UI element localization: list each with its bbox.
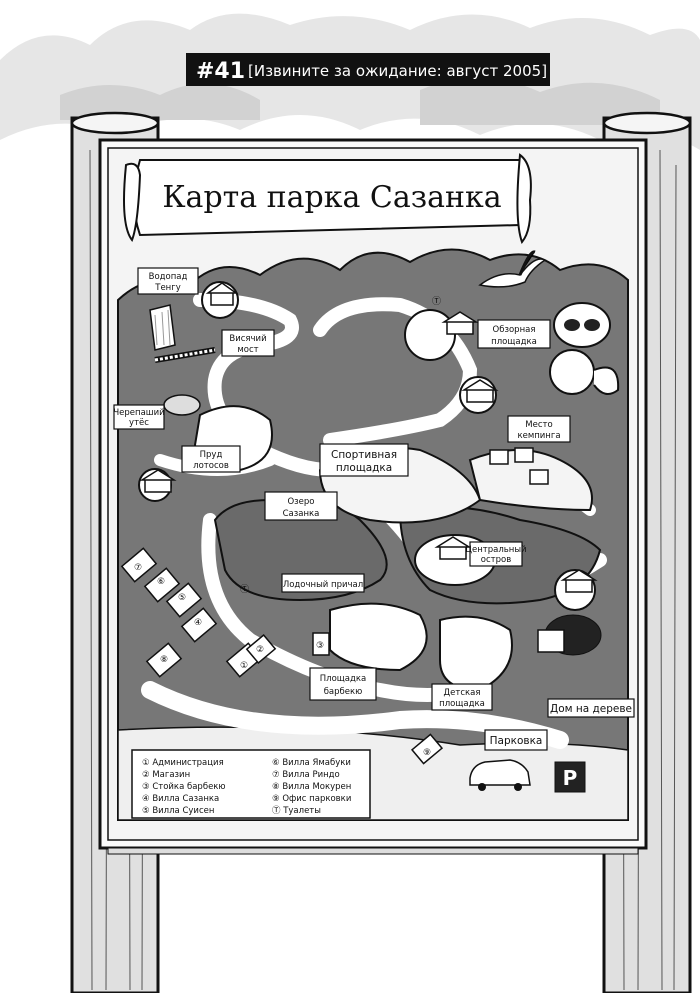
map-markers: ⑦ ⑥ ⑤ ④ ⑧ ① ② ③ ⑨ Ⓣ Ⓣ [134,296,441,758]
label-waterfall: Водопад Тенгу [137,267,199,295]
label-turtle-rock: Черепаший утёс [113,404,165,430]
svg-text:Лодочный причал: Лодочный причал [283,580,363,590]
svg-text:площадка: площадка [439,699,485,709]
legend-item-3: ③ Стойка барбекю [142,782,226,792]
svg-text:Пруд: Пруд [200,450,223,460]
marker-6: ⑥ [157,577,165,587]
marker-9: ⑨ [423,748,431,758]
svg-text:мост: мост [237,345,258,355]
parking-sign: P [563,766,578,790]
label-lotus-pond: Пруд лотосов [181,445,241,473]
map-legend: ① Администрация ② Магазин ③ Стойка барбе… [131,749,371,819]
svg-text:кемпинга: кемпинга [517,431,560,441]
svg-text:Детская: Детская [444,688,481,698]
marker-toilet-1: Ⓣ [240,584,249,595]
svg-text:Сазанка: Сазанка [283,509,320,519]
label-parking: Парковка [484,729,548,751]
marker-4: ④ [194,618,202,628]
legend-item-1: ① Администрация [142,758,224,768]
park-map: P [117,248,629,821]
marker-toilet-2: Ⓣ [432,296,441,307]
legend-item-5: ⑤ Вилла Суисен [142,806,214,816]
svg-text:Озеро: Озеро [287,497,314,507]
legend-item-2: ② Магазин [142,770,190,780]
label-lake: Озеро Сазанка [264,491,338,521]
svg-text:Черепаший: Черепаший [113,408,164,418]
marker-3: ③ [316,641,324,651]
hut-icons [139,282,598,593]
marker-7: ⑦ [134,563,142,573]
chapter-title: [Извините за ожидание: август 2005] [248,62,547,80]
legend-item-8: ⑧ Вилла Мокурен [272,782,351,792]
legend-item-7: ⑦ Вилла Риндо [272,770,340,780]
label-camping: Место кемпинга [507,415,571,443]
marker-2: ② [256,645,264,655]
svg-text:Тенгу: Тенгу [154,283,180,293]
svg-text:остров: остров [481,555,511,565]
marker-5: ⑤ [178,593,186,603]
map-title-scroll: Карта парка Сазанка [123,153,532,244]
svg-text:Центральный: Центральный [465,545,526,555]
label-treehouse: Дом на дереве [547,698,635,718]
svg-text:Место: Место [525,420,552,430]
svg-text:барбекю: барбекю [324,687,363,697]
car-icon [469,759,531,791]
marker-8: ⑧ [160,655,168,665]
label-bridge: Висячий мост [221,329,275,357]
raccoon-mascot-icon [549,302,620,395]
svg-text:Парковка: Парковка [490,735,543,747]
label-sports: Спортивная площадка [319,443,409,477]
svg-text:Обзорная: Обзорная [493,325,536,335]
svg-text:Спортивная: Спортивная [331,449,397,461]
svg-text:утёс: утёс [129,418,149,428]
label-playground: Детская площадка [431,683,493,711]
chapter-header: #41 [Извините за ожидание: август 2005] [186,53,550,86]
legend-item-6: ⑥ Вилла Ямабуки [272,758,351,768]
label-bbq: Площадка барбекю [309,667,377,701]
svg-text:Водопад: Водопад [149,272,188,282]
bird-icon [478,250,547,288]
label-island: Центральный остров [465,541,527,567]
chapter-number: #41 [196,59,245,84]
svg-text:лотосов: лотосов [193,461,229,471]
svg-text:площадка: площадка [491,337,537,347]
label-observation: Обзорная площадка [477,319,551,349]
legend-item-4: ④ Вилла Сазанка [142,794,219,804]
svg-text:Дом на дереве: Дом на дереве [550,703,632,715]
map-title: Карта парка Сазанка [162,180,501,215]
legend-item-9: ⑨ Офис парковки [272,794,351,804]
label-pier: Лодочный причал [281,573,365,593]
marker-1: ① [240,661,248,671]
svg-text:Площадка: Площадка [320,674,366,684]
legend-item-toilet: Ⓣ Туалеты [272,806,321,816]
svg-text:Висячий: Висячий [229,334,266,344]
map-labels: Водопад Тенгу Висячий мост Черепаший утё… [113,267,635,751]
svg-text:площадка: площадка [336,462,392,474]
